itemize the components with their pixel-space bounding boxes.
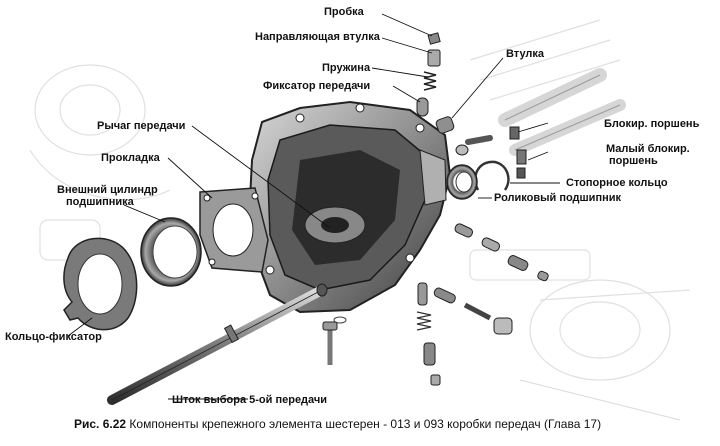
snap-ring	[473, 160, 510, 191]
blocking-piston-rods	[498, 68, 626, 156]
selector-rod-5th-gear	[107, 283, 328, 405]
label-gasket: Прокладка	[101, 152, 160, 164]
leader-lines	[67, 13, 560, 400]
label-roller-bearing: Роликовый подшипник	[494, 192, 621, 204]
label-plug: Пробка	[324, 6, 364, 18]
label-gear-lever: Рычаг передачи	[97, 120, 186, 132]
retaining-ring	[63, 237, 138, 331]
label-outer-race-1: Внешний цилиндр	[57, 184, 158, 196]
gasket	[199, 187, 269, 273]
sleeve	[435, 116, 455, 134]
label-small-blocking-piston-2: поршень	[609, 155, 658, 167]
figure-number: Рис. 6.22	[74, 417, 127, 431]
figure-caption: Рис. 6.22 Компоненты крепежного элемента…	[74, 417, 601, 431]
background-ghost-drawing	[29, 19, 691, 421]
figure-caption-text: Компоненты крепежного элемента шестерен …	[129, 417, 602, 431]
label-retaining-ring: Кольцо-фиксатор	[5, 331, 102, 343]
gearbox-housing	[248, 100, 452, 314]
detent-stack	[416, 32, 441, 117]
small-bolt	[455, 135, 493, 156]
blocking-piston-parts	[509, 126, 527, 179]
label-guide-sleeve: Направляющая втулка	[255, 31, 380, 43]
roller-bearing	[446, 164, 478, 200]
label-sleeve: Втулка	[506, 48, 545, 60]
small-parts	[322, 223, 549, 386]
label-small-blocking-piston-1: Малый блокир.	[606, 143, 690, 155]
label-gear-detent: Фиксатор передачи	[263, 80, 371, 92]
bearing-outer-race	[140, 217, 202, 287]
label-selector-rod: Шток выбора 5-ой передачи	[172, 394, 328, 406]
label-snap-ring: Стопорное кольцо	[566, 177, 668, 189]
label-blocking-piston: Блокир. поршень	[604, 118, 700, 130]
label-spring: Пружина	[322, 62, 371, 74]
label-outer-race-2: подшипника	[66, 196, 134, 208]
